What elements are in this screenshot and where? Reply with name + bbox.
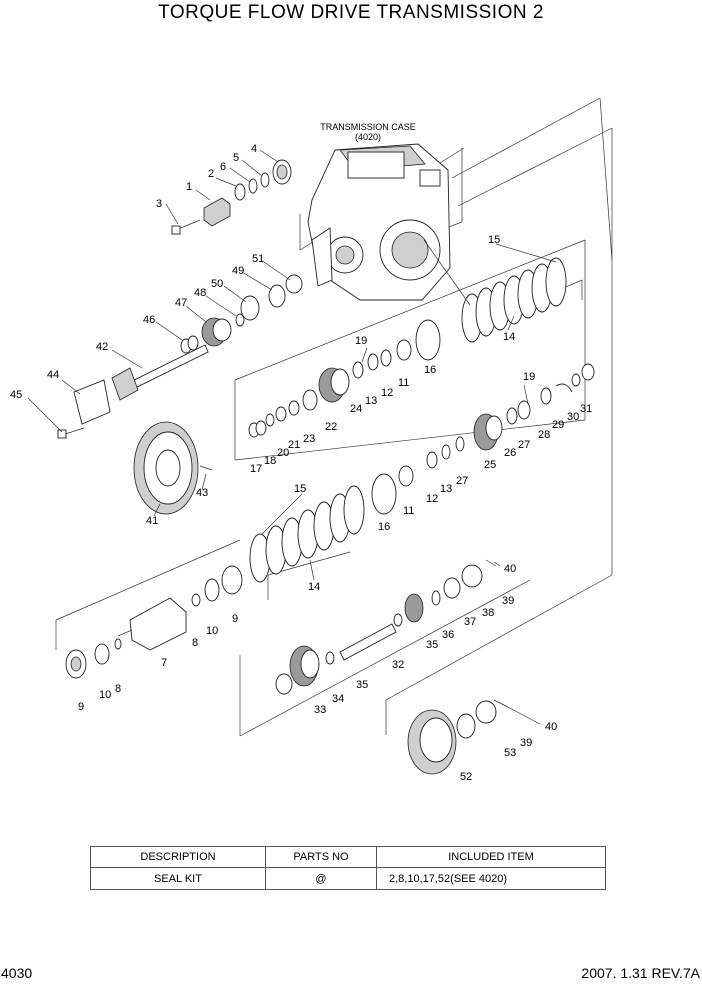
callout-15-upper: 15 <box>488 234 500 246</box>
callout-9-upper: 9 <box>232 613 238 625</box>
table-row: SEAL KIT @ 2,8,10,17,52(SEE 4020) <box>90 867 606 890</box>
callout-8-lower: 8 <box>115 683 121 695</box>
callout-4: 4 <box>251 143 257 155</box>
callout-37: 37 <box>464 616 476 628</box>
part-shapes <box>57 159 595 775</box>
seal-kit-table: DESCRIPTION PARTS NO INCLUDED ITEM SEAL … <box>90 846 606 890</box>
callout-48: 48 <box>194 287 206 299</box>
callout-17: 17 <box>250 463 262 475</box>
callout-45: 45 <box>10 389 22 401</box>
callout-13-upper: 13 <box>365 395 377 407</box>
callout-23: 23 <box>303 433 315 445</box>
callout-3: 3 <box>156 198 162 210</box>
page-title: TORQUE FLOW DRIVE TRANSMISSION 2 <box>158 2 544 23</box>
callout-34: 34 <box>332 693 344 705</box>
callout-44: 44 <box>47 369 59 381</box>
callout-19-right: 19 <box>523 371 535 383</box>
assembly-frame-lines <box>55 97 613 737</box>
part-callouts: 1 2 3 4 5 6 51 49 50 48 47 46 42 44 45 4… <box>10 143 592 783</box>
callout-41: 41 <box>146 515 158 527</box>
callout-2: 2 <box>208 168 214 180</box>
transmission-case-ref: (4020) <box>355 132 381 142</box>
revision-date: 2007. 1.31 REV.7A <box>581 965 700 981</box>
callout-5: 5 <box>233 152 239 164</box>
callout-40-lower: 40 <box>545 721 557 733</box>
callout-11-mid: 11 <box>403 505 414 517</box>
callout-53: 53 <box>504 747 516 759</box>
callout-27-right: 27 <box>518 439 530 451</box>
callout-12-mid: 12 <box>426 493 438 505</box>
callout-35-upper: 35 <box>426 639 438 651</box>
callout-1: 1 <box>186 181 192 193</box>
callout-28: 28 <box>538 429 550 441</box>
callout-11-upper: 11 <box>398 377 409 389</box>
callout-19-upper: 19 <box>355 335 367 347</box>
callout-26: 26 <box>504 447 516 459</box>
callout-46: 46 <box>143 314 155 326</box>
callout-16-mid: 16 <box>378 521 390 533</box>
transmission-case-label: TRANSMISSION CASE <box>320 122 416 132</box>
transmission-case-illustration <box>307 143 451 301</box>
callout-43: 43 <box>196 487 208 499</box>
header-parts-no: PARTS NO <box>265 846 377 868</box>
callout-10-lower: 10 <box>99 689 111 701</box>
callout-10-upper: 10 <box>206 625 218 637</box>
cell-description: SEAL KIT <box>90 867 266 890</box>
callout-39-lower: 39 <box>520 737 532 749</box>
callout-40-upper: 40 <box>504 563 516 575</box>
callout-42: 42 <box>96 341 108 353</box>
callout-47: 47 <box>175 297 187 309</box>
callout-9-lower: 9 <box>78 701 84 713</box>
callout-36: 36 <box>442 629 454 641</box>
callout-22: 22 <box>325 421 337 433</box>
table-header-row: DESCRIPTION PARTS NO INCLUDED ITEM <box>90 846 606 868</box>
callout-8-upper: 8 <box>192 637 198 649</box>
callout-6: 6 <box>220 161 226 173</box>
callout-16-upper: 16 <box>424 364 436 376</box>
callout-51: 51 <box>252 253 264 265</box>
header-description: DESCRIPTION <box>90 846 266 868</box>
callout-32: 32 <box>392 659 404 671</box>
callout-12-upper: 12 <box>381 387 393 399</box>
callout-18: 18 <box>264 455 276 467</box>
callout-38: 38 <box>482 607 494 619</box>
callout-15-lower: 15 <box>294 483 306 495</box>
callout-35-lower: 35 <box>356 679 368 691</box>
callout-14-upper: 14 <box>503 331 515 343</box>
callout-13-mid: 13 <box>440 483 452 495</box>
callout-14-lower: 14 <box>308 581 320 593</box>
callout-24: 24 <box>350 403 362 415</box>
callout-52: 52 <box>460 771 472 783</box>
leader-lines <box>27 149 557 725</box>
callout-20: 20 <box>277 447 289 459</box>
callout-27-mid: 27 <box>456 475 468 487</box>
header-included-item: INCLUDED ITEM <box>376 846 606 868</box>
callout-7: 7 <box>161 657 167 669</box>
callout-29: 29 <box>552 419 564 431</box>
cell-parts-no: @ <box>265 867 377 890</box>
callout-25: 25 <box>484 459 496 471</box>
page-number: 4030 <box>1 965 33 981</box>
callout-30: 30 <box>567 411 579 423</box>
callout-31: 31 <box>580 403 592 415</box>
cell-included-item: 2,8,10,17,52(SEE 4020) <box>376 867 606 890</box>
callout-39-upper: 39 <box>502 595 514 607</box>
callout-21: 21 <box>288 439 300 451</box>
callout-33: 33 <box>314 704 326 716</box>
callout-50: 50 <box>211 278 223 290</box>
callout-49: 49 <box>232 265 244 277</box>
